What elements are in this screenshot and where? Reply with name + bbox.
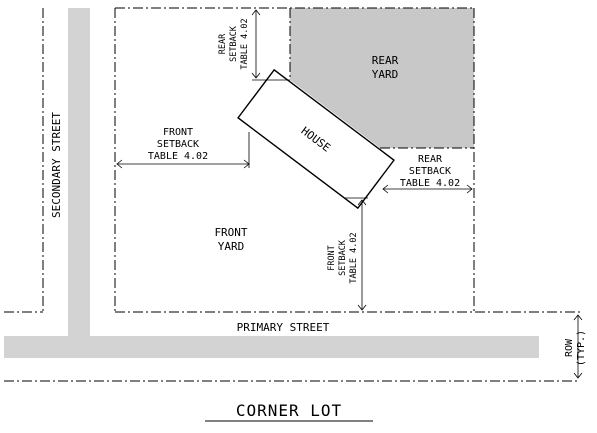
front-yard-label-line1: FRONT (214, 226, 247, 239)
rear-yard-area (290, 8, 474, 148)
row-label-line1: ROW (564, 338, 575, 357)
rear-setback-right-line2: SETBACK (409, 166, 451, 177)
front-yard-label-line2: YARD (218, 240, 245, 253)
rear-setback-right-line1: REAR (418, 154, 443, 165)
front-setback-left-line1: FRONT (163, 127, 193, 138)
rear-setback-top-dimension: REAR SETBACK TABLE 4.02 (218, 9, 290, 81)
row-label-line2: (TYP.) (576, 330, 587, 366)
rear-yard-label-line2: YARD (372, 68, 399, 81)
secondary-street-road (68, 8, 90, 340)
rear-setback-top-line2: SETBACK (229, 25, 239, 62)
front-setback-left-line2: SETBACK (157, 139, 199, 150)
primary-street-road (4, 336, 539, 358)
front-setback-bottom-line2: SETBACK (338, 239, 348, 276)
rear-setback-right-dimension: REAR SETBACK TABLE 4.02 (382, 154, 473, 194)
rear-setback-top-line3: TABLE 4.02 (240, 18, 250, 69)
rear-yard-label-line1: REAR (372, 54, 399, 67)
house: HOUSE (237, 68, 395, 210)
front-setback-bottom-line1: FRONT (327, 245, 337, 271)
rear-setback-top-line1: REAR (218, 33, 228, 54)
secondary-street-label: SECONDARY STREET (50, 112, 63, 218)
front-setback-left-dimension: FRONT SETBACK TABLE 4.02 (116, 127, 250, 169)
primary-street-label: PRIMARY STREET (237, 321, 330, 334)
row-dimension: ROW (TYP.) (564, 314, 587, 379)
front-setback-left-line3: TABLE 4.02 (148, 151, 208, 162)
front-setback-bottom-line3: TABLE 4.02 (349, 232, 359, 283)
front-setback-bottom-dimension: FRONT SETBACK TABLE 4.02 (327, 197, 368, 311)
diagram-title: CORNER LOT (236, 401, 342, 420)
rear-setback-right-line3: TABLE 4.02 (400, 178, 460, 189)
